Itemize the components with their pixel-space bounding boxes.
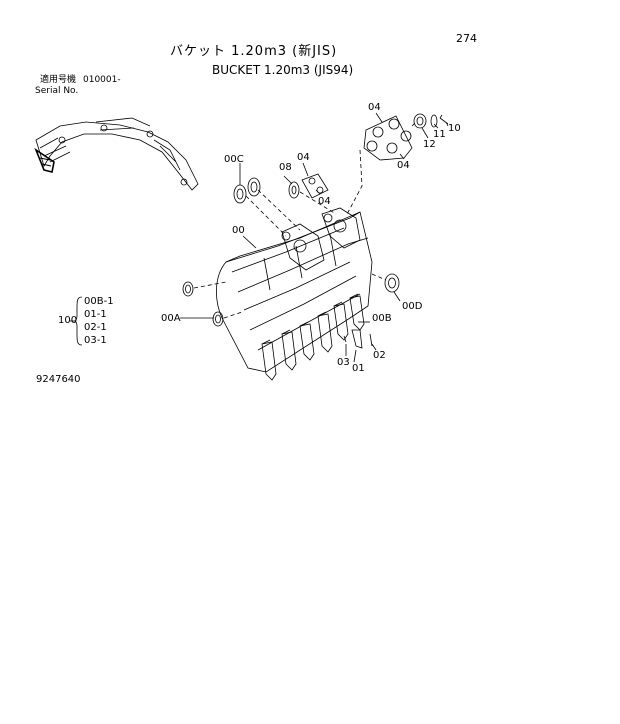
callout-04: 04 — [318, 196, 331, 207]
seal-00D — [384, 273, 400, 293]
callout-01: 01 — [352, 363, 365, 374]
shim-08 — [288, 181, 300, 199]
assembly-subpart: 03-1 — [84, 335, 107, 346]
excavator-arm-thumbnail — [34, 117, 199, 191]
drawing-number: 9247640 — [36, 374, 81, 385]
callout-12: 12 — [423, 139, 436, 150]
assembly-id: 100 — [58, 315, 78, 326]
page-number: 274 — [456, 32, 477, 45]
callout-10: 10 — [448, 123, 461, 134]
washer-12 — [413, 113, 438, 129]
washer-03 — [343, 335, 347, 343]
plate-04-large — [363, 115, 413, 161]
plate-04-small — [301, 173, 329, 199]
assembly-brace — [70, 296, 83, 346]
callout-00A: 00A — [161, 313, 181, 324]
callout-03: 03 — [337, 357, 350, 368]
callout-08: 08 — [279, 162, 292, 173]
assembly-subpart: 02-1 — [84, 322, 107, 333]
callout-00D: 00D — [402, 301, 423, 312]
callout-00C: 00C — [224, 154, 244, 165]
assembly-subpart: 01-1 — [84, 309, 107, 320]
bolt-10 — [439, 114, 449, 125]
assembly-lines — [193, 121, 417, 319]
lock-02 — [369, 333, 373, 347]
callout-00: 00 — [232, 225, 245, 236]
callout-11: 11 — [433, 129, 446, 140]
pin-01 — [351, 329, 363, 349]
assembly-subpart: 00B-1 — [84, 296, 114, 307]
serial-number: 010001- — [83, 75, 121, 85]
bucket-body — [216, 207, 373, 373]
callout-00B: 00B — [372, 313, 392, 324]
seal-00C — [233, 177, 261, 204]
serial-label-english: Serial No. — [35, 86, 79, 96]
title-japanese: バケット 1.20m3 (新JIS) — [170, 44, 338, 59]
callout-04: 04 — [397, 160, 410, 171]
leader-lines — [180, 112, 449, 363]
serial-label-japanese: 適用号機 — [40, 75, 77, 85]
title-english: BUCKET 1.20m3 (JIS94) — [212, 63, 354, 77]
callout-04: 04 — [368, 102, 381, 113]
callout-02: 02 — [373, 350, 386, 361]
bushing-00A-upper — [182, 281, 194, 297]
bucket-teeth — [261, 293, 365, 381]
bushing-00A-lower — [212, 311, 224, 327]
callout-04: 04 — [297, 152, 310, 163]
